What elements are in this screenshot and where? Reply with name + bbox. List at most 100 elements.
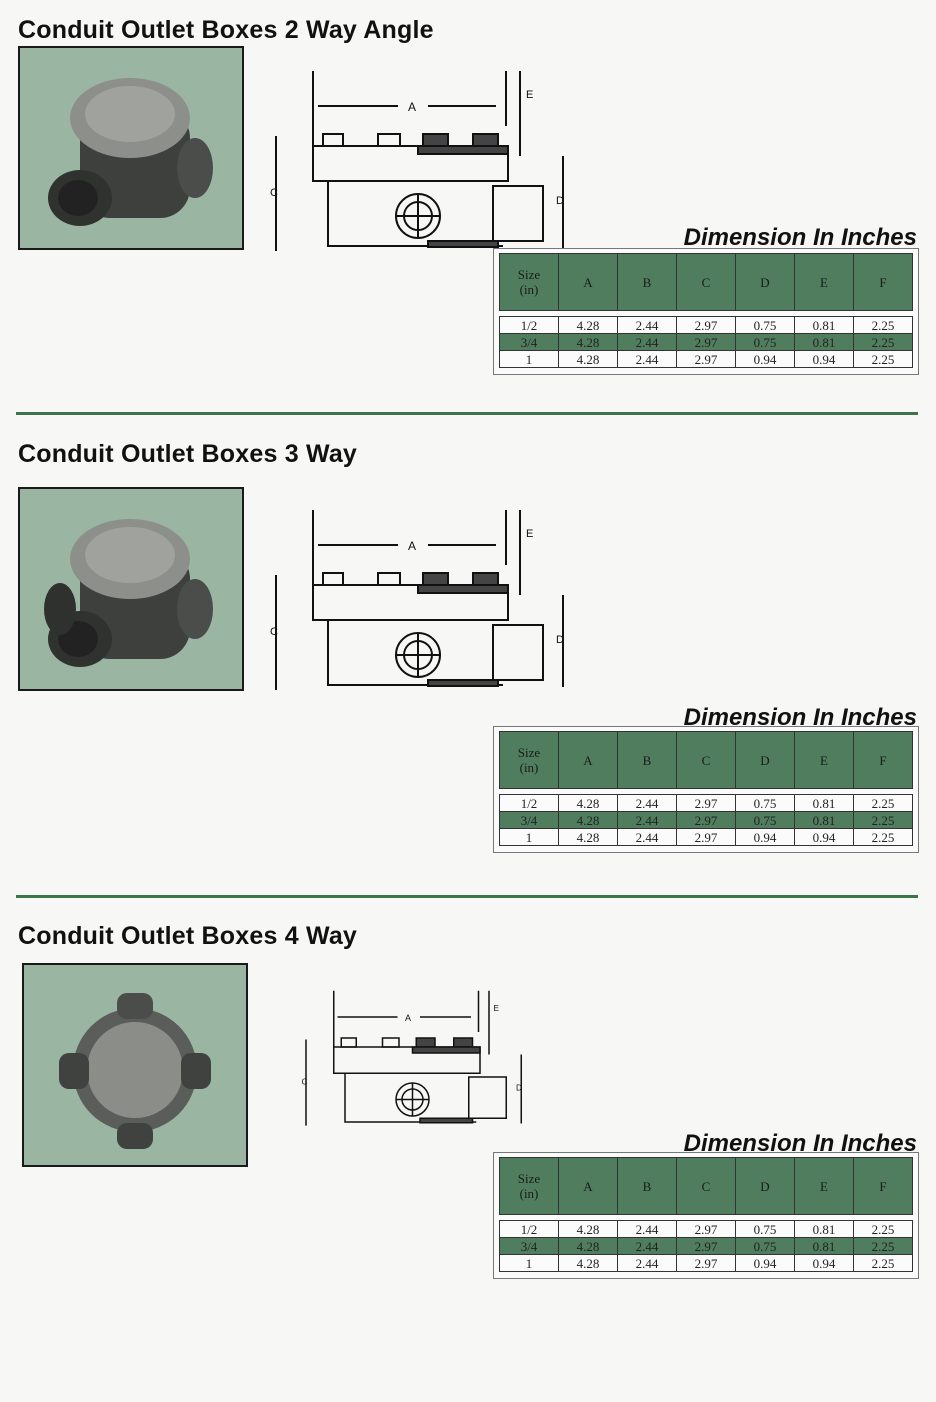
table-cell: 4.28 [558,828,618,846]
product-section-4-way: Conduit Outlet Boxes 4 Way A E C D Dimen… [0,922,936,1402]
table-cell: 0.94 [794,1254,854,1272]
table-cell: 2.97 [676,316,736,334]
table-cell: 0.81 [794,1237,854,1255]
column-header: Size (in) [499,731,559,789]
table-cell: 1/2 [499,1220,559,1238]
column-header: E [794,1157,854,1215]
column-header: A [558,253,618,311]
column-header: C [676,1157,736,1215]
table-cell: 4.28 [558,316,618,334]
table-cell: 0.75 [735,333,795,351]
table-cell: 2.25 [853,794,913,812]
svg-text:D: D [556,195,564,207]
table-cell: 0.81 [794,333,854,351]
table-cell: 0.94 [735,828,795,846]
svg-text:C: C [270,187,278,199]
table-cell: 4.28 [558,333,618,351]
table-cell: 2.97 [676,1254,736,1272]
table-cell: 4.28 [558,794,618,812]
column-header: C [676,253,736,311]
column-header: E [794,253,854,311]
table-cell: 2.25 [853,1220,913,1238]
table-cell: 2.97 [676,828,736,846]
table-cell: 1 [499,828,559,846]
table-cell: 2.25 [853,1237,913,1255]
svg-text:D: D [516,1084,522,1093]
svg-text:E: E [526,89,533,101]
table-cell: 0.94 [735,1254,795,1272]
table-cell: 0.94 [794,828,854,846]
column-header: A [558,731,618,789]
svg-text:D: D [556,634,564,646]
dimension-drawing: A E C D [268,505,578,690]
svg-text:C: C [270,626,278,638]
column-header: Size (in) [499,253,559,311]
table-cell: 0.75 [735,811,795,829]
table-cell: 0.75 [735,794,795,812]
table-cell: 0.75 [735,1237,795,1255]
table-cell: 0.94 [735,350,795,368]
table-cell: 2.44 [617,811,677,829]
table-cell: 0.81 [794,1220,854,1238]
table-cell: 0.81 [794,811,854,829]
table-cell: 2.44 [617,1237,677,1255]
column-header: F [853,253,913,311]
column-header: D [735,1157,795,1215]
section-divider [16,412,918,415]
table-cell: 0.75 [735,316,795,334]
table-cell: 2.97 [676,333,736,351]
column-header: D [735,253,795,311]
table-cell: 3/4 [499,1237,559,1255]
table-cell: 1 [499,350,559,368]
column-header: E [794,731,854,789]
table-cell: 4.28 [558,1220,618,1238]
table-cell: 3/4 [499,811,559,829]
table-cell: 2.44 [617,1220,677,1238]
table-cell: 1 [499,1254,559,1272]
table-cell: 2.97 [676,794,736,812]
table-cell: 2.44 [617,333,677,351]
table-cell: 1/2 [499,316,559,334]
column-header: A [558,1157,618,1215]
column-header: F [853,731,913,789]
table-cell: 2.25 [853,333,913,351]
dim-label-a: A [408,539,416,553]
column-header: Size (in) [499,1157,559,1215]
dimension-title: Dimension In Inches [683,224,917,251]
column-header: D [735,731,795,789]
table-cell: 4.28 [558,1237,618,1255]
dim-label-a: A [405,1013,411,1023]
table-cell: 0.81 [794,316,854,334]
table-cell: 2.44 [617,794,677,812]
section-title: Conduit Outlet Boxes 2 Way Angle [18,16,434,44]
table-cell: 2.44 [617,350,677,368]
table-cell: 2.97 [676,1237,736,1255]
table-cell: 0.94 [794,350,854,368]
table-cell: 4.28 [558,811,618,829]
section-divider [16,895,918,898]
table-cell: 2.97 [676,811,736,829]
column-header: C [676,731,736,789]
column-header: B [617,1157,677,1215]
product-photo [18,487,244,691]
table-cell: 2.97 [676,350,736,368]
svg-text:E: E [526,528,533,540]
product-photo [22,963,248,1167]
table-cell: 2.25 [853,811,913,829]
table-cell: 0.75 [735,1220,795,1238]
column-header: B [617,253,677,311]
table-cell: 4.28 [558,350,618,368]
table-cell: 2.25 [853,1254,913,1272]
table-cell: 2.25 [853,828,913,846]
column-header: B [617,731,677,789]
dim-label-a: A [408,100,416,114]
